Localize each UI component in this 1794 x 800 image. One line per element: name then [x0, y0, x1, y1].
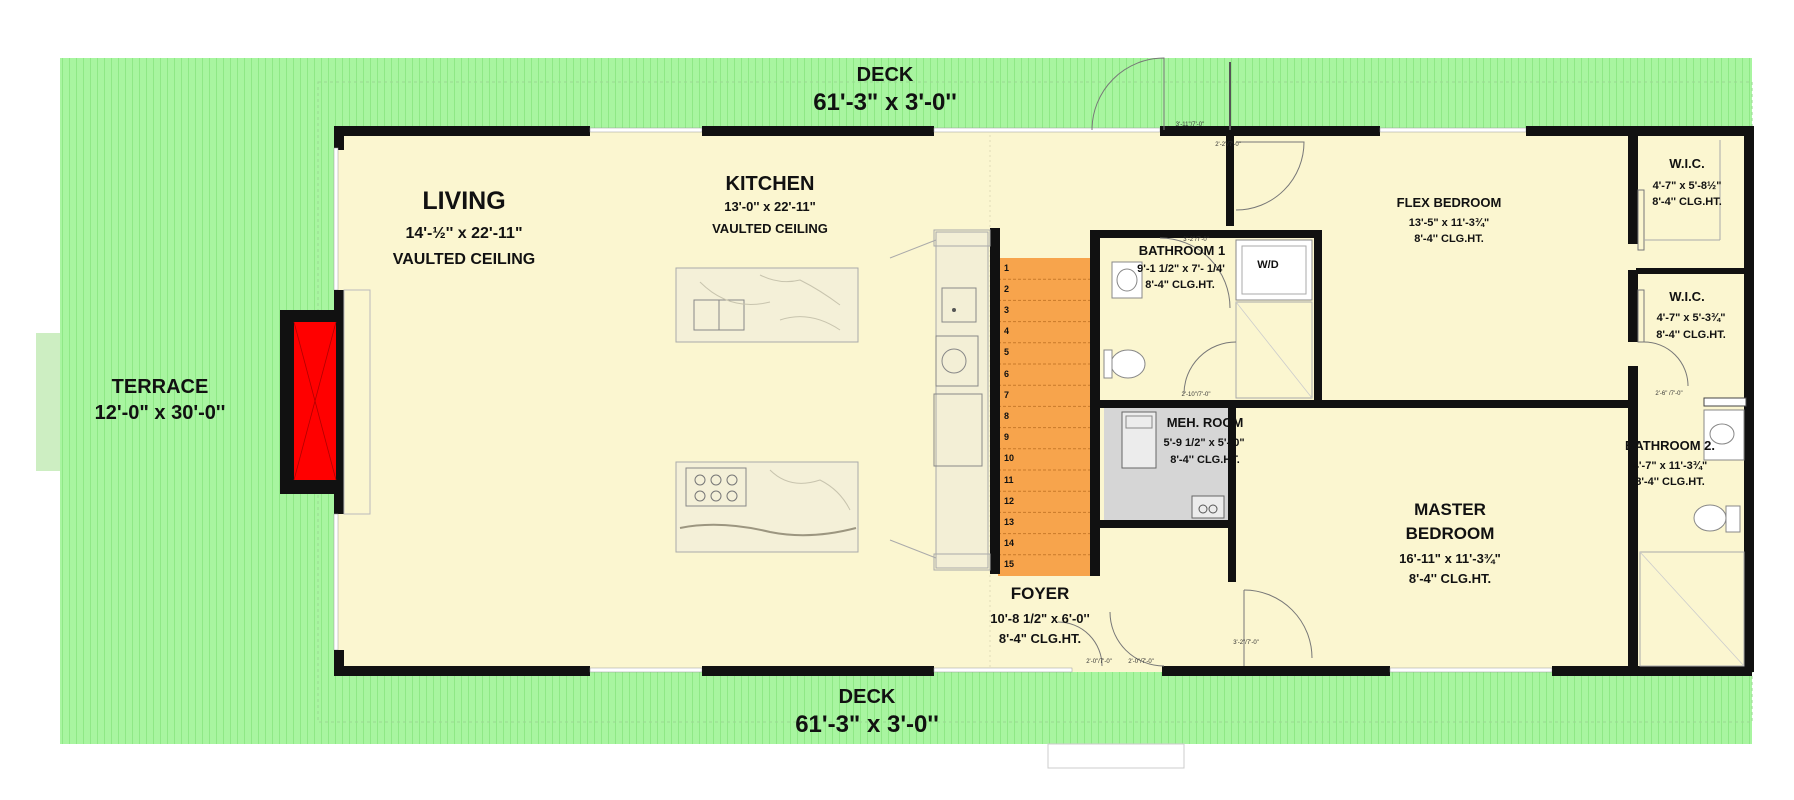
wic1-ceiling: 8'-4'' CLG.HT.: [1652, 196, 1722, 208]
bathroom1-dims: 9'-1 1/2" x 7'- 1/4': [1137, 263, 1225, 275]
stair-step-number: 7: [1004, 389, 1010, 400]
stair-step-number: 3: [1004, 305, 1010, 315]
deck-top-dims: 61'-3" x 3'-0'': [813, 89, 957, 116]
wic2-dims: 4'-7" x 5'-3¾": [1656, 312, 1726, 324]
stair-step-number: 14: [1004, 538, 1015, 549]
terrace-step: [36, 333, 60, 471]
hearth: [343, 289, 371, 515]
master-name: MASTER: [1414, 500, 1486, 519]
wic1-dims: 4'-7" x 5'-8½": [1652, 180, 1722, 192]
wic2-name: W.I.C.: [1669, 289, 1705, 304]
mech-dims: 5'-9 1/2" x 5'- 0": [1163, 437, 1245, 449]
bathroom2-dims: 4'-7" x 11'-3¾": [1632, 460, 1708, 472]
stair-step-number: 8: [1004, 411, 1010, 421]
deck-bottom-name: DECK: [838, 686, 896, 708]
stair-step-number: 2: [1004, 283, 1010, 294]
wic2-ceiling: 8'-4'' CLG.HT.: [1656, 329, 1726, 341]
flex-ceiling: 8'-4'' CLG.HT.: [1414, 233, 1484, 245]
bathroom2-fixtures: [1639, 397, 1747, 667]
door-tag-foyer-left: 2'-0"/7'-0": [1086, 659, 1112, 665]
stair-step-number: 4: [1004, 326, 1010, 337]
bathroom2-ceiling: 8'-4'' CLG.HT.: [1635, 476, 1705, 488]
interior-walls: [990, 126, 1752, 666]
door-tag-master: 3'-2"/7'-0": [1233, 640, 1259, 646]
door-tag-bath1-low: 2'-10"/7'-0": [1181, 392, 1211, 398]
stair-step-number: 5: [1004, 347, 1010, 358]
fireplace-x2: [293, 321, 337, 481]
master-dims: 16'-11" x 11'-3¾": [1399, 551, 1501, 566]
flex-dims: 13'-5" x 11'-3¾": [1408, 217, 1490, 229]
front-step: [1047, 743, 1185, 769]
door-tag-top-entry: 3'-11"/7'-0": [1175, 122, 1205, 128]
flex-name: FLEX BEDROOM: [1396, 195, 1502, 210]
stair-step-number: 10: [1004, 453, 1015, 464]
door-tag-foyer-right: 2'-0"/7'-0": [1128, 659, 1154, 665]
wd-label: W/D: [1257, 259, 1279, 271]
master-name-2: BEDROOM: [1405, 524, 1495, 543]
stair-treads: [998, 278, 1090, 556]
kitchen-dims: 13'-0'' x 22'-11": [724, 199, 816, 214]
kitchen-counter-wall: [889, 229, 991, 571]
door-tag-top-entry-side: 2'-2"/7'-0": [1215, 142, 1241, 148]
mech-name: MEH. ROOM: [1166, 415, 1244, 430]
stair-step-number: 1: [1004, 262, 1010, 273]
stair-step-number: 13: [1004, 517, 1015, 527]
bathroom1-name: BATHROOM 1: [1138, 243, 1226, 258]
deck-bottom-dims: 61'-3" x 3'-0'': [795, 711, 939, 738]
foyer-dims: 10'-8 1/2" x 6'-0'': [990, 611, 1090, 626]
door-tag-bath2: 2'-6" /7'-0": [1655, 391, 1683, 397]
door-swings: [1057, 57, 1689, 667]
kitchen-island-2: [675, 461, 859, 553]
terrace-dims: 12'-0" x 30'-0'': [94, 402, 226, 424]
bathroom1-ceiling: 8'-4" CLG.HT.: [1145, 279, 1215, 291]
foyer-name: FOYER: [1010, 584, 1070, 603]
stair-step-number: 11: [1004, 474, 1014, 485]
foyer-ceiling: 8'-4" CLG.HT.: [998, 631, 1082, 646]
bathroom2-name: BATHROOM 2.: [1624, 438, 1716, 453]
living-dims: 14'-½'' x 22'-11": [405, 225, 523, 242]
living-name: LIVING: [422, 187, 506, 215]
wic1-name: W.I.C.: [1669, 156, 1705, 171]
stairs: [998, 258, 1090, 576]
living-ceiling: VAULTED CEILING: [392, 251, 536, 268]
closet-rods: [1637, 140, 1721, 343]
kitchen-name: KITCHEN: [725, 173, 815, 195]
terrace-name: TERRACE: [111, 376, 209, 398]
kitchen-island-1: [675, 267, 859, 343]
master-ceiling: 8'-4'' CLG.HT.: [1408, 571, 1492, 586]
stair-step-number: 6: [1004, 368, 1010, 379]
stair-step-number: 9: [1004, 432, 1010, 443]
bathroom1-fixtures: [1103, 239, 1313, 399]
deck-top-name: DECK: [856, 64, 914, 86]
stair-step-number: 12: [1004, 495, 1015, 506]
mech-fixtures: [1121, 411, 1225, 519]
kitchen-ceiling: VAULTED CEILING: [712, 221, 828, 236]
mech-ceiling: 8'-4'' CLG.HT.: [1170, 454, 1240, 466]
exterior-walls: [333, 126, 1754, 676]
stair-step-number: 15: [1004, 559, 1015, 570]
door-tag-bath1-top: 3'-2"/7'-0": [1183, 237, 1209, 243]
